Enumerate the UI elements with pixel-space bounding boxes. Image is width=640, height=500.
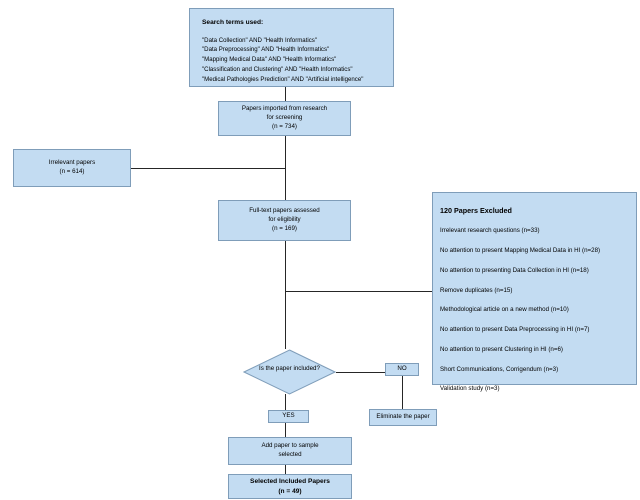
fulltext-papers-count: (n = 169) — [272, 224, 297, 232]
connector-no-to-eliminate — [401, 376, 403, 409]
yes-label: YES — [282, 412, 295, 419]
irrelevant-papers-box: Irrelevant papers (n = 614) — [13, 149, 131, 187]
papers-imported-box: Papers imported from research for screen… — [218, 101, 351, 136]
papers-imported-count: (n = 734) — [272, 122, 297, 130]
exclusion-reason-3: No attention to presenting Data Collecti… — [440, 266, 589, 274]
search-term-4: "Classification and Clustering" AND "Hea… — [202, 66, 353, 74]
exclusion-reason-4: Remove duplicates (n=15) — [440, 286, 513, 294]
search-terms-box: Search terms used: "Data Collection" AND… — [189, 8, 394, 87]
connector-imported-to-fulltext — [284, 136, 286, 200]
connector-decision-to-yes — [284, 394, 286, 410]
add-paper-line1: Add paper to sample — [261, 442, 319, 450]
eliminate-paper-label: Eliminate the paper — [376, 413, 430, 420]
papers-imported-line2: for screening — [266, 114, 303, 121]
papers-imported-line1: Papers imported from research — [241, 105, 328, 113]
exclusion-reason-8: Short Communications, Corrigendum (n=3) — [440, 365, 559, 373]
fulltext-papers-line2: for eligibility — [268, 216, 301, 223]
connector-search-to-imported — [284, 87, 286, 101]
connector-yes-to-add-paper — [284, 423, 286, 437]
search-term-2: "Data Preprocessing" AND "Health Informa… — [202, 46, 330, 54]
search-term-3: "Mapping Medical Data" AND "Health Infor… — [202, 56, 337, 64]
search-term-5: "Medical Pathologies Prediction" AND "Ar… — [202, 75, 364, 83]
decision-diamond — [243, 349, 336, 395]
papers-excluded-panel: 120 Papers Excluded Irrelevant research … — [432, 192, 637, 392]
connector-branch-irrelevant — [131, 167, 285, 169]
exclusion-reason-7: No attention to present Clustering in HI… — [440, 345, 563, 353]
connector-decision-to-no — [336, 371, 385, 373]
search-terms-title: Search terms used: — [202, 19, 264, 26]
irrelevant-papers-count: (n = 614) — [59, 168, 85, 175]
fulltext-papers-line1: Full-text papers assessed — [249, 207, 320, 215]
eliminate-paper-box: Eliminate the paper — [369, 409, 437, 426]
add-paper-box: Add paper to sample selected — [228, 437, 352, 465]
irrelevant-papers-label: Irrelevant papers — [48, 159, 96, 167]
connector-fulltext-to-decision — [284, 241, 286, 349]
selected-included-papers-count: (n = 49) — [278, 487, 302, 495]
exclusion-reason-2: No attention to present Mapping Medical … — [440, 247, 601, 255]
exclusion-reason-9: Validation study (n=3) — [440, 385, 500, 393]
selected-included-papers-label: Selected Included Papers — [250, 477, 330, 485]
no-label-box: NO — [385, 363, 419, 376]
yes-label-box: YES — [268, 410, 309, 423]
fulltext-papers-box: Full-text papers assessed for eligibilit… — [218, 200, 351, 241]
selected-included-papers-box: Selected Included Papers (n = 49) — [228, 474, 352, 499]
add-paper-line2: selected — [278, 451, 302, 458]
search-term-1: "Data Collection" AND "Health Informatic… — [202, 36, 317, 44]
exclusion-reason-5: Methodological article on a new method (… — [440, 306, 569, 314]
connector-add-paper-to-selected — [284, 465, 286, 474]
exclusion-reason-6: No attention to present Data Preprocessi… — [440, 326, 590, 334]
connector-branch-excluded — [284, 290, 433, 292]
papers-excluded-title: 120 Papers Excluded — [440, 206, 512, 215]
no-label: NO — [397, 365, 407, 372]
exclusion-reason-1: Irrelevant research questions (n=33) — [440, 227, 540, 235]
